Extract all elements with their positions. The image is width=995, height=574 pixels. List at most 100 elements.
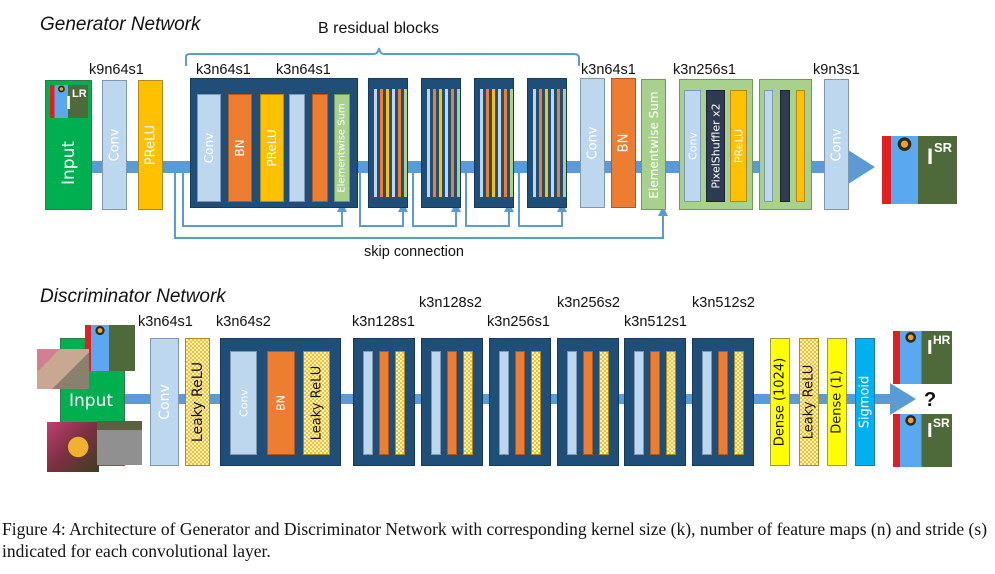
disc-kernel-4: k3n256s1: [487, 314, 550, 330]
disc-block-5: [557, 338, 619, 466]
res-sum-label: Elementwise Sum: [336, 103, 348, 193]
res-conv-2: [289, 94, 305, 202]
disc-mandrill-image: [85, 325, 135, 371]
gen-conv-post-label: Conv: [585, 126, 600, 160]
disc-woman-image: [37, 349, 89, 389]
disc-leaky-relu-2: Leaky ReLU: [799, 338, 819, 466]
disc-block-4: [489, 338, 551, 466]
disc-conv-1-label: Conv: [156, 384, 173, 420]
disc-boat-image: [97, 421, 142, 465]
gen-conv-post: Conv: [580, 78, 605, 208]
gen-bn-post: BN: [611, 78, 636, 208]
residual-block-2: [368, 78, 408, 208]
residual-block-4: [474, 78, 514, 208]
residual-brace: [185, 47, 580, 66]
disc-conv-1: Conv: [150, 338, 179, 466]
generator-title: Generator Network: [40, 14, 201, 35]
figure-caption: Figure 4: Architecture of Generator and …: [2, 519, 988, 561]
disc-kernel-1: k3n64s2: [216, 314, 271, 330]
res-bn-1: BN: [228, 94, 252, 202]
gen-elementwise-sum: Elementwise Sum: [641, 79, 666, 210]
lr-image-sup: LR: [72, 88, 87, 100]
disc-block1-conv-label: Conv: [237, 389, 250, 417]
gen-prelu-1-label: PReLU: [143, 124, 158, 166]
res-prelu-label: PReLU: [265, 129, 279, 167]
gen-conv-final-label: Conv: [829, 128, 844, 161]
residual-blocks-label: B residual blocks: [318, 20, 439, 37]
gen-sum-label: Elementwise Sum: [646, 90, 661, 199]
dense-1024-label: Dense (1024): [772, 357, 788, 447]
hr-image-sup: HR: [933, 333, 951, 347]
disc-kernel-0: k3n64s1: [138, 314, 193, 330]
dense-1-label: Dense (1): [829, 370, 845, 434]
gen-kernel-first-conv: k9n64s1: [89, 62, 144, 78]
sr-image-sup: SR: [933, 416, 950, 430]
up-conv-1-label: Conv: [686, 132, 699, 160]
gen-kernel-post-conv: k3n64s1: [581, 62, 636, 78]
up-prelu-1-label: PReLU: [732, 128, 745, 164]
up-prelu-2: [796, 90, 805, 202]
res-conv-1-label: Conv: [202, 132, 216, 164]
disc-block-2: [353, 338, 415, 466]
disc-block1-bn-label: BN: [274, 395, 288, 411]
sr-image: I SR: [893, 414, 952, 467]
sr-output-image: I SR: [882, 136, 957, 204]
disc-kernel-2: k3n128s1: [352, 314, 415, 330]
gen-prelu-1: PReLU: [138, 80, 163, 210]
hr-image: I HR: [893, 331, 952, 384]
disc-sigmoid: Sigmoid: [855, 338, 875, 466]
disc-leaky-2-label: Leaky ReLU: [801, 364, 817, 440]
lr-image: I LR: [50, 85, 88, 118]
res-prelu: PReLU: [260, 94, 284, 202]
gen-kernel-final-conv: k9n3s1: [813, 62, 860, 78]
disc-block1-bn: BN: [267, 351, 295, 455]
gen-bn-post-label: BN: [616, 133, 631, 153]
disc-leaky-relu-1: Leaky ReLU: [185, 338, 210, 466]
sr-output-sup: SR: [934, 140, 953, 155]
generator-input-label: Input: [58, 140, 79, 185]
pixelshuffler-1: PixelShuffler x2: [706, 90, 725, 202]
up-prelu-1: PReLU: [730, 90, 747, 202]
residual-block-5: [527, 78, 567, 208]
discriminator-input-label: Input: [69, 391, 114, 411]
sr-output-label: I: [927, 144, 934, 169]
disc-kernel-5: k3n256s2: [557, 295, 620, 311]
res-bn-2: [312, 94, 328, 202]
disc-block1-conv: Conv: [230, 351, 257, 455]
pixelshuffler-label: PixelShuffler x2: [709, 103, 722, 189]
upsample-block-2: [759, 79, 812, 210]
residual-block-3: [421, 78, 461, 208]
lr-image-label: I: [66, 93, 72, 113]
hr-image-label: I: [927, 337, 933, 359]
res-conv-1: Conv: [197, 94, 221, 202]
disc-butterfly-image: [47, 422, 99, 472]
disc-leaky-1-label: Leaky ReLU: [189, 361, 206, 443]
gen-conv-final: Conv: [824, 79, 849, 210]
up-conv-2: [764, 90, 773, 202]
sr-image-label: I: [927, 420, 933, 442]
generator-input-block: I LR Input: [45, 80, 92, 210]
up-conv-1: Conv: [684, 90, 701, 202]
generator-output-arrow: [845, 148, 875, 186]
question-mark: ?: [924, 389, 937, 411]
gen-conv-1: Conv: [102, 80, 127, 210]
disc-block-3: [421, 338, 483, 466]
discriminator-output-arrow: [890, 383, 916, 415]
disc-block1-leaky-label: Leaky ReLU: [309, 365, 324, 441]
disc-kernel-6: k3n512s1: [624, 314, 687, 330]
disc-block1-leaky: Leaky ReLU: [303, 351, 330, 455]
res-elementwise-sum: Elementwise Sum: [334, 94, 350, 202]
disc-kernel-3: k3n128s2: [419, 295, 482, 311]
disc-block-6: [624, 338, 686, 466]
disc-dense-1: Dense (1): [827, 338, 847, 466]
disc-dense-1024: Dense (1024): [770, 338, 790, 466]
discriminator-title: Discriminator Network: [40, 286, 226, 307]
pixelshuffler-2: [780, 90, 790, 202]
disc-block-7: [692, 338, 754, 466]
gen-kernel-upsample: k3n256s1: [673, 62, 736, 78]
residual-block-expanded: Conv BN PReLU Elementwise Sum: [190, 78, 358, 208]
disc-kernel-7: k3n512s2: [692, 295, 755, 311]
upsample-block-1: Conv PixelShuffler x2 PReLU: [679, 79, 753, 210]
disc-block-1: Conv BN Leaky ReLU: [220, 338, 341, 466]
sigmoid-label: Sigmoid: [857, 375, 873, 429]
